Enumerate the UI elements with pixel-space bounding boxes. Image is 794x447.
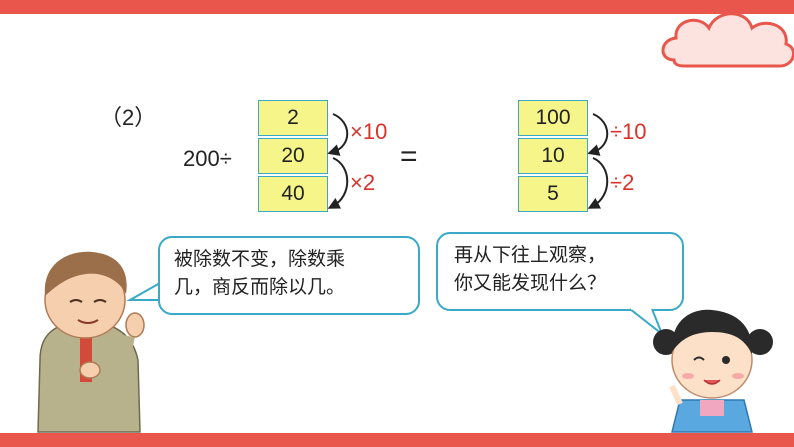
equals-sign: = <box>400 140 418 173</box>
curved-arrow-icon <box>587 113 609 156</box>
quotient-cell: 10 <box>518 138 588 174</box>
dividend-text: 200÷ <box>183 146 232 171</box>
girl-bubble-line: 再从下往上观察， <box>454 244 607 266</box>
divisor-cell: 2 <box>258 100 328 136</box>
multiply-op: ×2 <box>350 170 376 195</box>
boy-speech-bubble: 被除数不变，除数乘 几，商反而除以几。 <box>158 236 420 315</box>
divide-op: ÷10 <box>610 119 647 144</box>
curved-arrow-icon <box>327 157 349 209</box>
top-banner <box>0 0 794 14</box>
quotient-cell: 5 <box>518 176 588 212</box>
divisor-cell: 20 <box>258 138 328 174</box>
divide-op: ÷2 <box>610 170 635 195</box>
bottom-banner <box>0 433 794 447</box>
girl-bubble-line: 你又能发现什么？ <box>454 271 607 294</box>
curved-arrow-icon <box>327 113 349 156</box>
multiply-op: ×10 <box>350 119 388 144</box>
cloud-decoration-icon <box>661 12 794 68</box>
boy-bubble-line: 被除数不变，除数乘 <box>174 248 346 270</box>
curved-arrow-icon <box>587 157 609 209</box>
problem-label: （2） <box>100 105 157 130</box>
divisor-cell: 40 <box>258 176 328 212</box>
boy-bubble-line: 几，商反而除以几。 <box>174 275 346 298</box>
quotient-cell: 100 <box>518 100 588 136</box>
girl-speech-bubble: 再从下往上观察， 你又能发现什么？ <box>436 232 684 311</box>
